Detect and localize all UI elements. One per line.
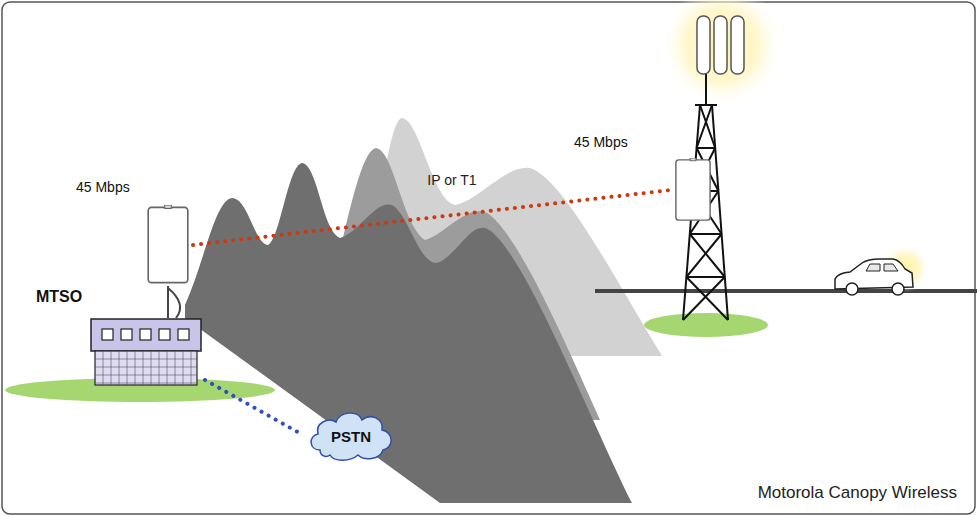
mtso-building: MTSO xyxy=(90,318,202,386)
pstn-cloud: PSTN xyxy=(306,406,396,464)
node-heading: MTSO xyxy=(36,288,82,306)
panel-antenna: 45 Mbps xyxy=(674,158,712,222)
microwave-link xyxy=(193,190,671,245)
panel-antenna: 45 Mbps xyxy=(146,205,190,285)
cell-antenna xyxy=(697,16,744,74)
panel-outline xyxy=(146,205,190,285)
link-label: IP or T1 xyxy=(427,172,476,188)
ground-patch xyxy=(644,313,768,337)
node-label: PSTN xyxy=(331,428,371,445)
antenna-mount xyxy=(168,288,180,318)
panel-outline xyxy=(674,158,712,222)
phone-line xyxy=(205,380,303,435)
brand-caption: Motorola Canopy Wireless xyxy=(758,483,957,503)
mountain-front xyxy=(185,163,632,503)
antenna-mast xyxy=(167,286,169,318)
building-outline xyxy=(90,318,202,386)
road xyxy=(595,289,977,293)
node-heading: 45 Mbps xyxy=(574,134,628,150)
antenna-glow xyxy=(660,0,784,107)
node-heading: 45 Mbps xyxy=(76,179,130,195)
car xyxy=(835,259,913,295)
